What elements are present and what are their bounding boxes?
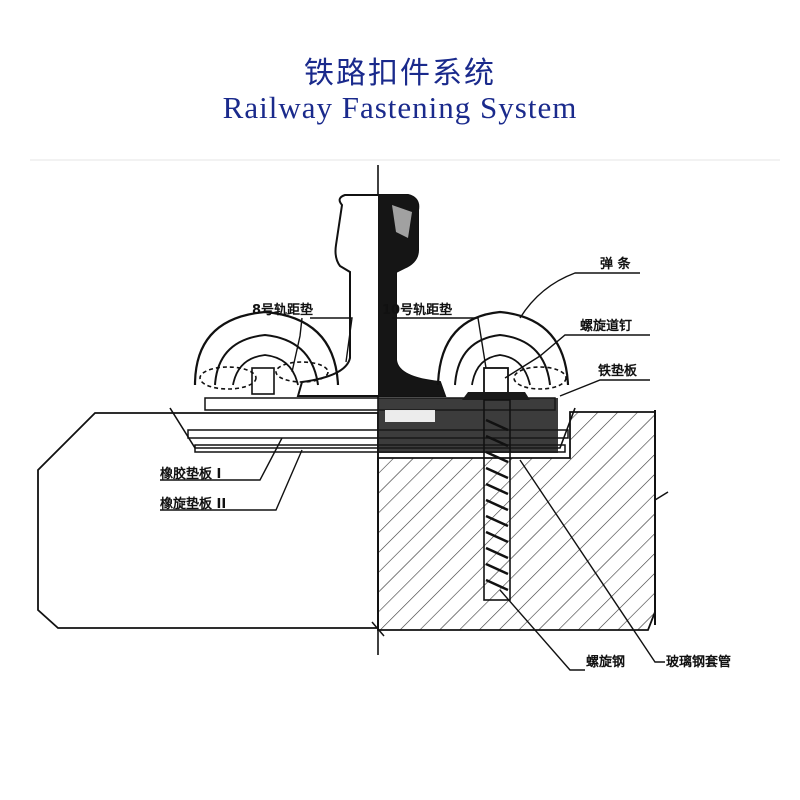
gauge-block-10: [462, 392, 530, 400]
left-bolt-head: [251, 367, 275, 395]
rubber-pad-outline: [169, 407, 576, 449]
label-base-plate: 铁垫板: [597, 363, 638, 379]
label-pad-8: 8号轨距垫: [252, 302, 313, 318]
label-spring-clip: 弹 条: [600, 256, 632, 272]
rail-profile: [296, 194, 447, 397]
left-spring-clip: [193, 310, 340, 386]
label-rubber-pad-2: 橡旋垫板 II: [160, 496, 226, 512]
base-plate-section: [378, 398, 558, 453]
label-screw-spike: 螺旋道钉: [580, 318, 632, 334]
label-screw-anchor: 螺旋钢: [586, 654, 625, 670]
rail-section-right: [378, 195, 445, 396]
label-pad-10: 10号轨距垫: [382, 302, 452, 318]
frp-sleeve: [483, 399, 511, 601]
right-bolt-head: [483, 367, 509, 395]
label-frp-sleeve: 玻璃钢套管: [666, 654, 731, 670]
title-english: Railway Fastening System: [222, 90, 578, 125]
label-rubber-pad-1: 橡胶垫板 I: [160, 466, 221, 482]
right-spring-clip: [436, 310, 570, 386]
title-chinese: 铁路扣件系统: [304, 56, 496, 91]
screw-spike-thread: [485, 418, 509, 592]
